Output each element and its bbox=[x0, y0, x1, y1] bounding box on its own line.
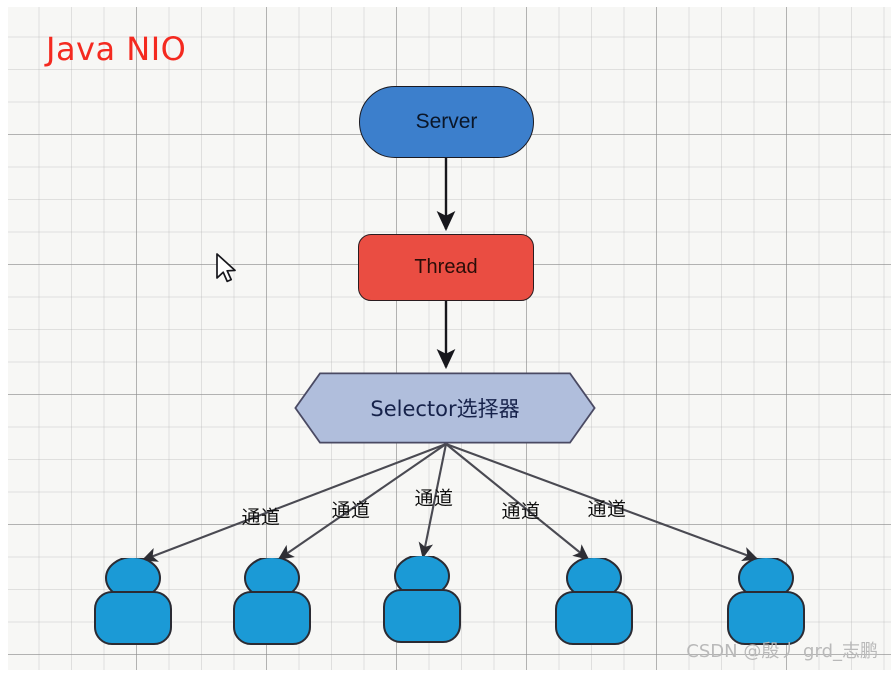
node-server-label: Server bbox=[415, 110, 478, 133]
node-server[interactable]: Server bbox=[359, 86, 534, 158]
node-selector-shape bbox=[294, 372, 596, 444]
node-thread-label: Thread bbox=[414, 256, 478, 278]
node-selector-label: Selector选择器 bbox=[370, 397, 520, 421]
watermark-text: CSDN @殷丿 grd_志鹏 bbox=[686, 641, 878, 662]
node-selector[interactable]: Selector选择器 bbox=[294, 372, 596, 444]
client-person-5[interactable] bbox=[721, 558, 811, 648]
client-person-4[interactable] bbox=[549, 558, 639, 648]
channel-label-5: 通道 bbox=[587, 498, 627, 521]
client-person-3[interactable] bbox=[377, 556, 467, 646]
mouse-cursor-icon bbox=[216, 253, 236, 283]
node-thread[interactable]: Thread bbox=[358, 234, 534, 301]
channel-label-2: 通道 bbox=[331, 499, 371, 522]
client-person-2[interactable] bbox=[227, 558, 317, 648]
diagram-title: Java NIO bbox=[46, 30, 187, 68]
channel-label-4: 通道 bbox=[501, 500, 541, 523]
channel-label-1: 通道 bbox=[241, 506, 281, 529]
channel-label-3: 通道 bbox=[414, 487, 454, 510]
client-person-1[interactable] bbox=[88, 558, 178, 648]
